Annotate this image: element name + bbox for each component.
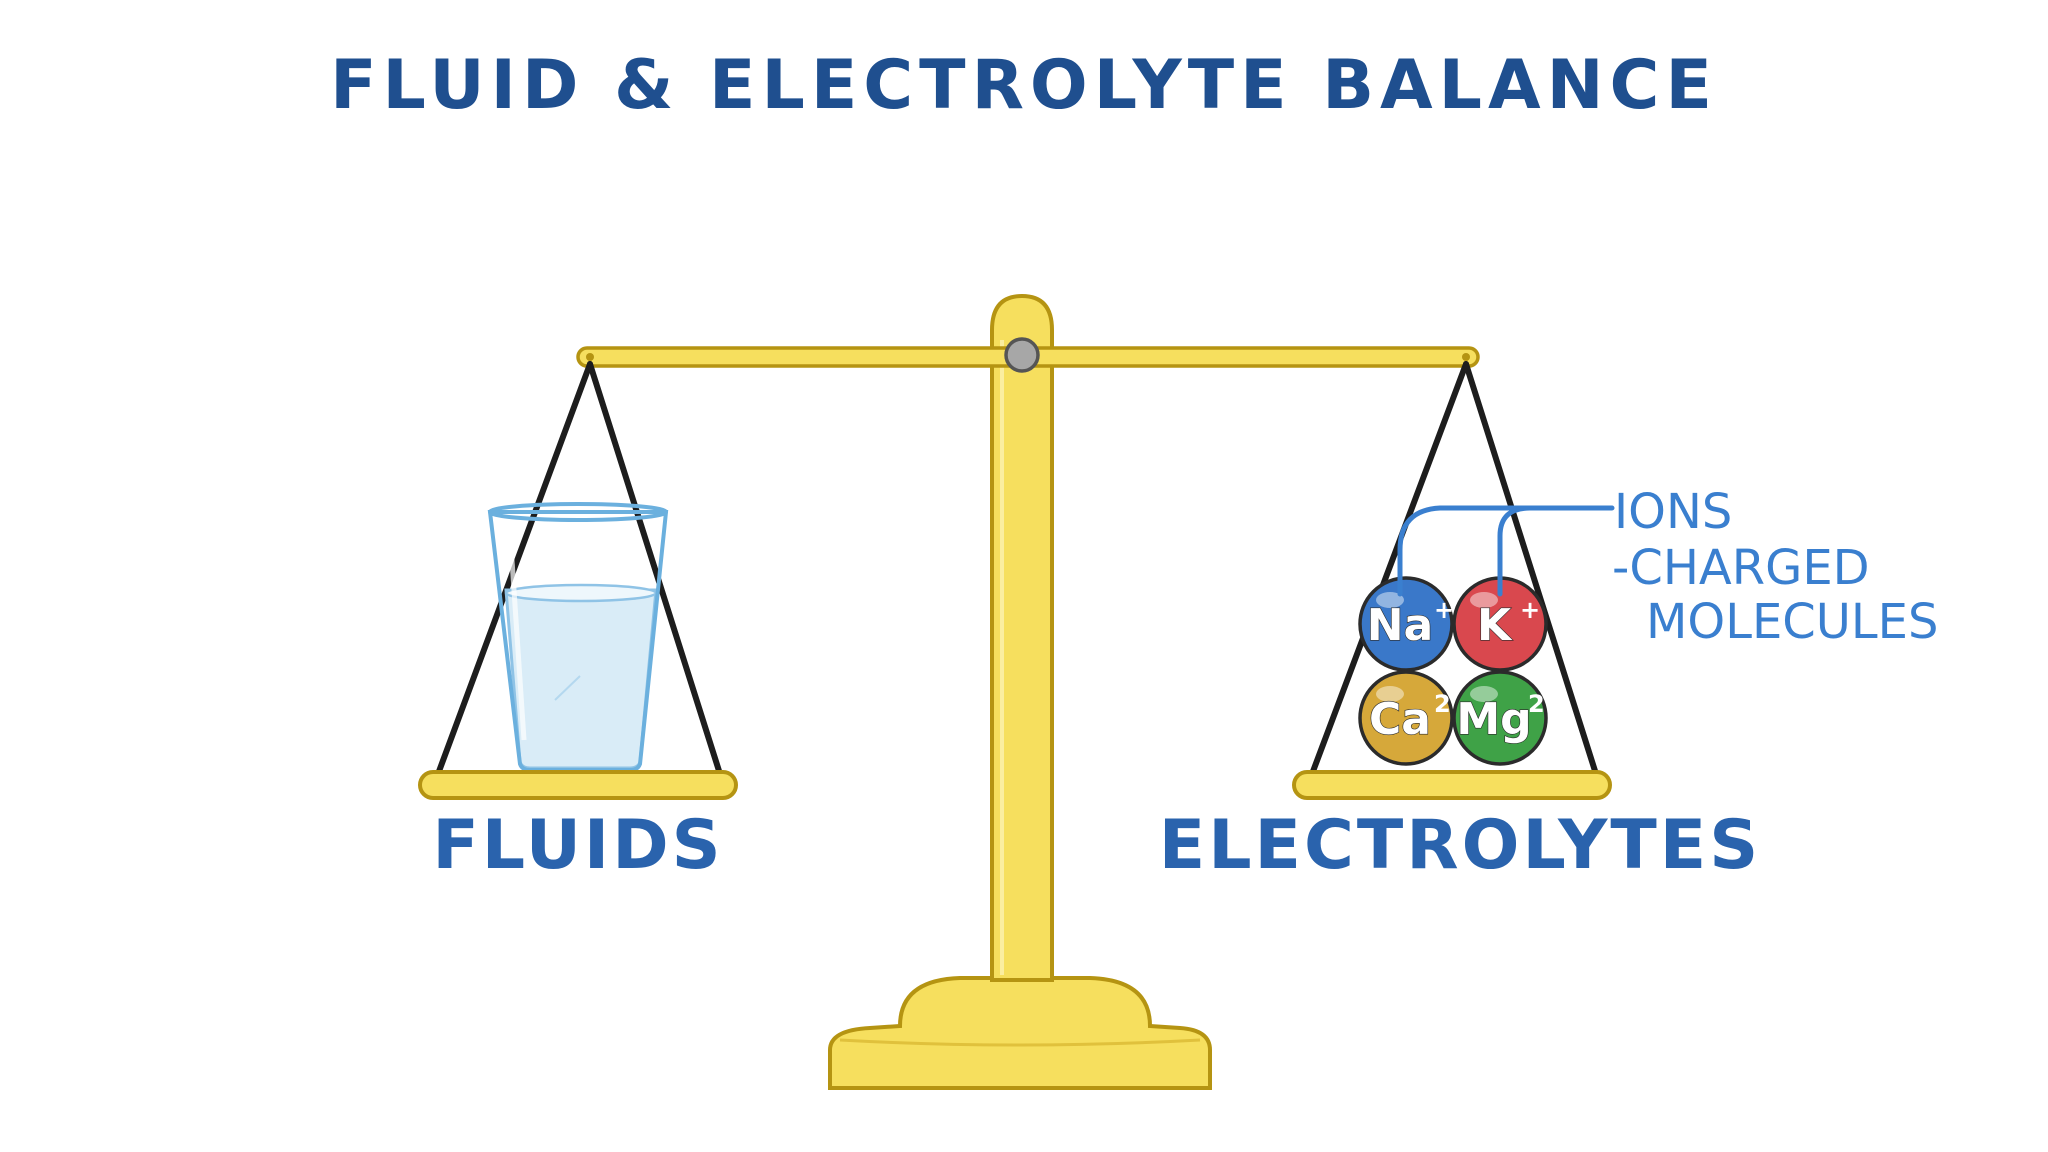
annotation-heading: IONS (1614, 484, 1732, 540)
ion-highlight (1470, 592, 1498, 608)
ion-highlight (1376, 686, 1404, 702)
ion-k-sphere: K+ (1452, 576, 1548, 672)
electrolytes-label: ELECTROLYTES (1159, 806, 1761, 885)
water-glass-icon (487, 502, 669, 772)
scale-post (990, 293, 1054, 982)
pivot-bolt-icon (1004, 337, 1040, 373)
scale-base (828, 976, 1212, 1090)
fluids-label: FLUIDS (432, 806, 723, 885)
ion-circle (1358, 576, 1454, 672)
ion-highlight (1470, 686, 1498, 702)
annotation-line-2: MOLECULES (1646, 594, 1938, 650)
page-title: FLUID & ELECTROLYTE BALANCE (330, 46, 1718, 125)
ion-charge: 2+ (1528, 690, 1565, 718)
left-pan (418, 770, 738, 800)
ion-symbol: Mg (1456, 694, 1531, 745)
ion-charge: + (1434, 596, 1454, 624)
ion-symbol: Ca (1369, 694, 1431, 745)
ion-symbol: K (1477, 600, 1513, 651)
annotation-line-1: -CHARGED (1612, 540, 1870, 596)
right-pan (1292, 770, 1612, 800)
ion-highlight (1376, 592, 1404, 608)
ion-circle (1358, 670, 1454, 766)
right-pan-strings (1309, 361, 1599, 777)
ion-mg-sphere: Mg2+ (1452, 670, 1565, 766)
ions-leader-lines (1397, 505, 1615, 597)
ion-na-sphere: Na+ (1358, 576, 1454, 672)
ion-symbol: Na (1367, 600, 1434, 651)
ion-charge: + (1520, 596, 1540, 624)
ion-circle (1452, 670, 1548, 766)
